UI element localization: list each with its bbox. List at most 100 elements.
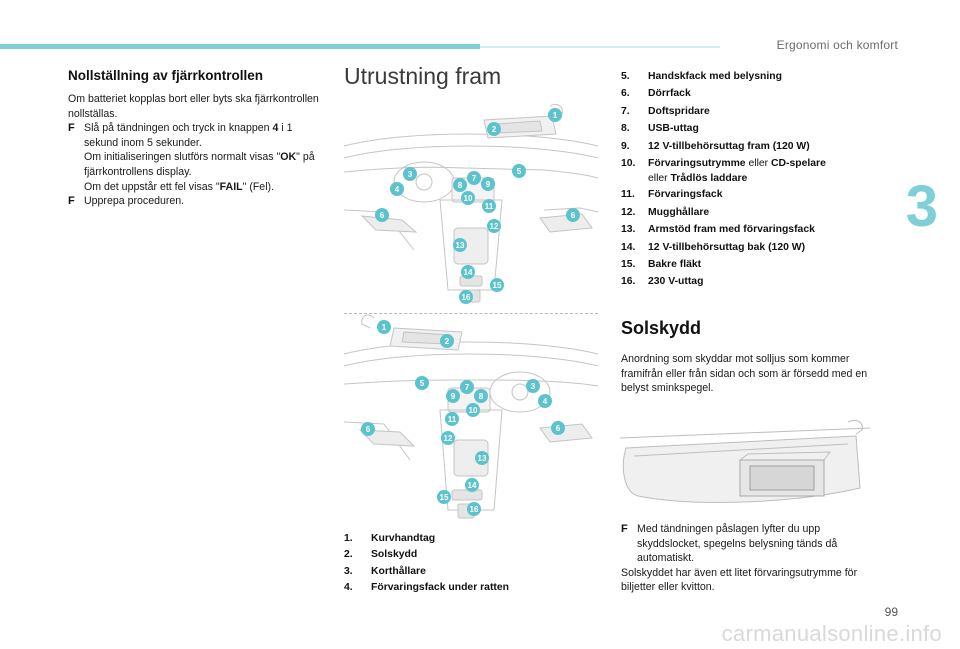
callout-number: 6 [366, 425, 371, 434]
watermark: carmanualsonline.info [721, 621, 942, 646]
chapter-number: 3 [905, 174, 938, 239]
callout-number: 15 [493, 281, 502, 290]
legend-item-sub: eller Trådlös laddare [648, 173, 748, 185]
bullet-icon: F [68, 195, 75, 208]
callout-badges: 1 2 3 4 5 6 6 7 8 9 10 11 12 13 14 15 16 [375, 108, 580, 304]
callout-number: 15 [440, 493, 449, 502]
callout-number: 11 [485, 202, 494, 211]
callout-badge-8: 8 [474, 389, 488, 403]
equipment-front-title: Utrustning fram [344, 63, 502, 89]
callout-badge-5: 5 [512, 164, 526, 178]
step1-text-b: i 1 sekund inom 5 sekunder. [84, 122, 293, 149]
step1-text-a: Slå på tändningen och tryck in knappen [84, 122, 273, 135]
sun-visor-notes: F Med tändningen påslagen lyfter du upp … [621, 522, 883, 595]
bullet-icon: F [621, 523, 628, 535]
callout-badges: 1 2 5 3 4 7 9 8 10 11 6 6 12 13 14 15 16 [361, 320, 565, 516]
sun-visor-description: Anordning som skyddar mot solljus som ko… [621, 353, 868, 395]
step1-text-f: " (Fel). [242, 180, 275, 193]
callout-number: 10 [469, 406, 478, 415]
legend-item: 1.Kurvhandtag [344, 533, 436, 544]
callout-badge-13: 13 [475, 451, 489, 465]
callout-badge-11: 11 [482, 199, 496, 213]
callout-badge-14: 14 [461, 265, 475, 279]
callout-number: 3 [531, 382, 536, 391]
callout-badge-10: 10 [461, 191, 475, 205]
callout-badge-6b: 6 [566, 208, 580, 222]
callout-number: 14 [468, 481, 477, 490]
callout-number: 2 [445, 337, 450, 346]
callout-badge-16: 16 [459, 290, 473, 304]
callout-badge-2: 2 [440, 334, 454, 348]
legend-item: 8.USB-uttag [621, 123, 699, 135]
callout-number: 16 [462, 293, 471, 302]
header-accent-line [480, 46, 720, 48]
callout-badge-3: 3 [403, 167, 417, 181]
callout-badge-3: 3 [526, 379, 540, 393]
sun-visor-heading: Solskydd [621, 318, 702, 338]
step1-fail: FAIL [219, 180, 243, 193]
callout-number: 7 [472, 174, 477, 183]
callout-badge-15: 15 [490, 278, 504, 292]
legend-item: 13.Armstöd fram med förvaringsfack [621, 224, 815, 236]
callout-badge-15: 15 [437, 490, 451, 504]
callout-number: 4 [543, 397, 548, 406]
sun-visor-note: Solskyddet har även ett litet förvarings… [621, 566, 858, 594]
callout-badge-12: 12 [441, 431, 455, 445]
legend-item: 15.Bakre fläkt [621, 259, 702, 271]
callout-badge-16: 16 [467, 502, 481, 516]
callout-badge-12: 12 [487, 219, 501, 233]
sun-visor-bullet-text: Med tändningen påslagen lyfter du upp sk… [637, 523, 838, 565]
callout-badge-4: 4 [538, 394, 552, 408]
callout-number: 8 [479, 392, 484, 401]
chapter-title: Ergonomi och komfort [776, 38, 898, 52]
callout-badge-5: 5 [415, 376, 429, 390]
dashboard-diagram-rhd: 1 2 5 3 4 7 9 8 10 11 6 6 12 13 14 15 16 [344, 314, 598, 519]
callout-number: 6 [556, 424, 561, 433]
step1-ok: OK [280, 151, 297, 164]
callout-number: 9 [486, 180, 491, 189]
callout-badge-9: 9 [446, 389, 460, 403]
callout-badge-1: 1 [548, 108, 562, 122]
legend-item: 16.230 V-uttag [621, 276, 704, 288]
legend-item: 12.Mugghållare [621, 206, 710, 218]
callout-number: 4 [395, 185, 400, 194]
remote-reset-intro: Om batteriet kopplas bort eller byts ska… [68, 93, 319, 120]
legend-item: 3.Korthållare [344, 565, 426, 577]
callout-badge-7: 7 [467, 171, 481, 185]
callout-number: 8 [458, 181, 463, 190]
equipment-legend-part2: 5.Handskfack med belysning 6.Dörrfack 7.… [621, 68, 881, 291]
remote-reset-heading: Nollställning av fjärrkontrollen [68, 68, 264, 83]
callout-badge-6b: 6 [551, 421, 565, 435]
step1-text-c: Om initialiseringen slutförs normalt vis… [84, 151, 281, 164]
header-accent-bar [0, 44, 480, 49]
callout-number: 16 [470, 505, 479, 514]
sun-visor-bullet: F Med tändningen påslagen lyfter du upp … [621, 522, 883, 566]
callout-number: 1 [553, 111, 558, 120]
page-number: 99 [884, 605, 898, 619]
callout-number: 6 [571, 211, 576, 220]
callout-badge-1: 1 [377, 320, 391, 334]
legend-item: 10.Förvaringsutrymme eller CD-spelare [621, 158, 826, 170]
callout-number: 14 [464, 268, 473, 277]
callout-number: 12 [444, 434, 453, 443]
callout-badge-2: 2 [487, 122, 501, 136]
step1-text-e: Om det uppstår ett fel visas " [84, 180, 220, 193]
callout-number: 13 [478, 454, 487, 463]
step2-text: Upprepa proceduren. [84, 195, 185, 208]
step1-key: 4 [272, 122, 279, 135]
legend-item: 5.Handskfack med belysning [621, 71, 782, 82]
callout-badge-8: 8 [453, 178, 467, 192]
callout-badge-6: 6 [375, 208, 389, 222]
callout-number: 7 [465, 383, 470, 392]
callout-number: 2 [492, 125, 497, 134]
callout-number: 5 [517, 167, 522, 176]
callout-badge-11: 11 [445, 412, 459, 426]
callout-number: 1 [382, 323, 387, 332]
callout-badge-13: 13 [453, 238, 467, 252]
callout-number: 13 [456, 241, 465, 250]
callout-number: 12 [490, 222, 499, 231]
callout-badge-14: 14 [465, 478, 479, 492]
callout-badge-6: 6 [361, 422, 375, 436]
callout-badge-10: 10 [466, 403, 480, 417]
remote-reset-section: Nollställning av fjärrkontrollen Om batt… [68, 68, 320, 209]
